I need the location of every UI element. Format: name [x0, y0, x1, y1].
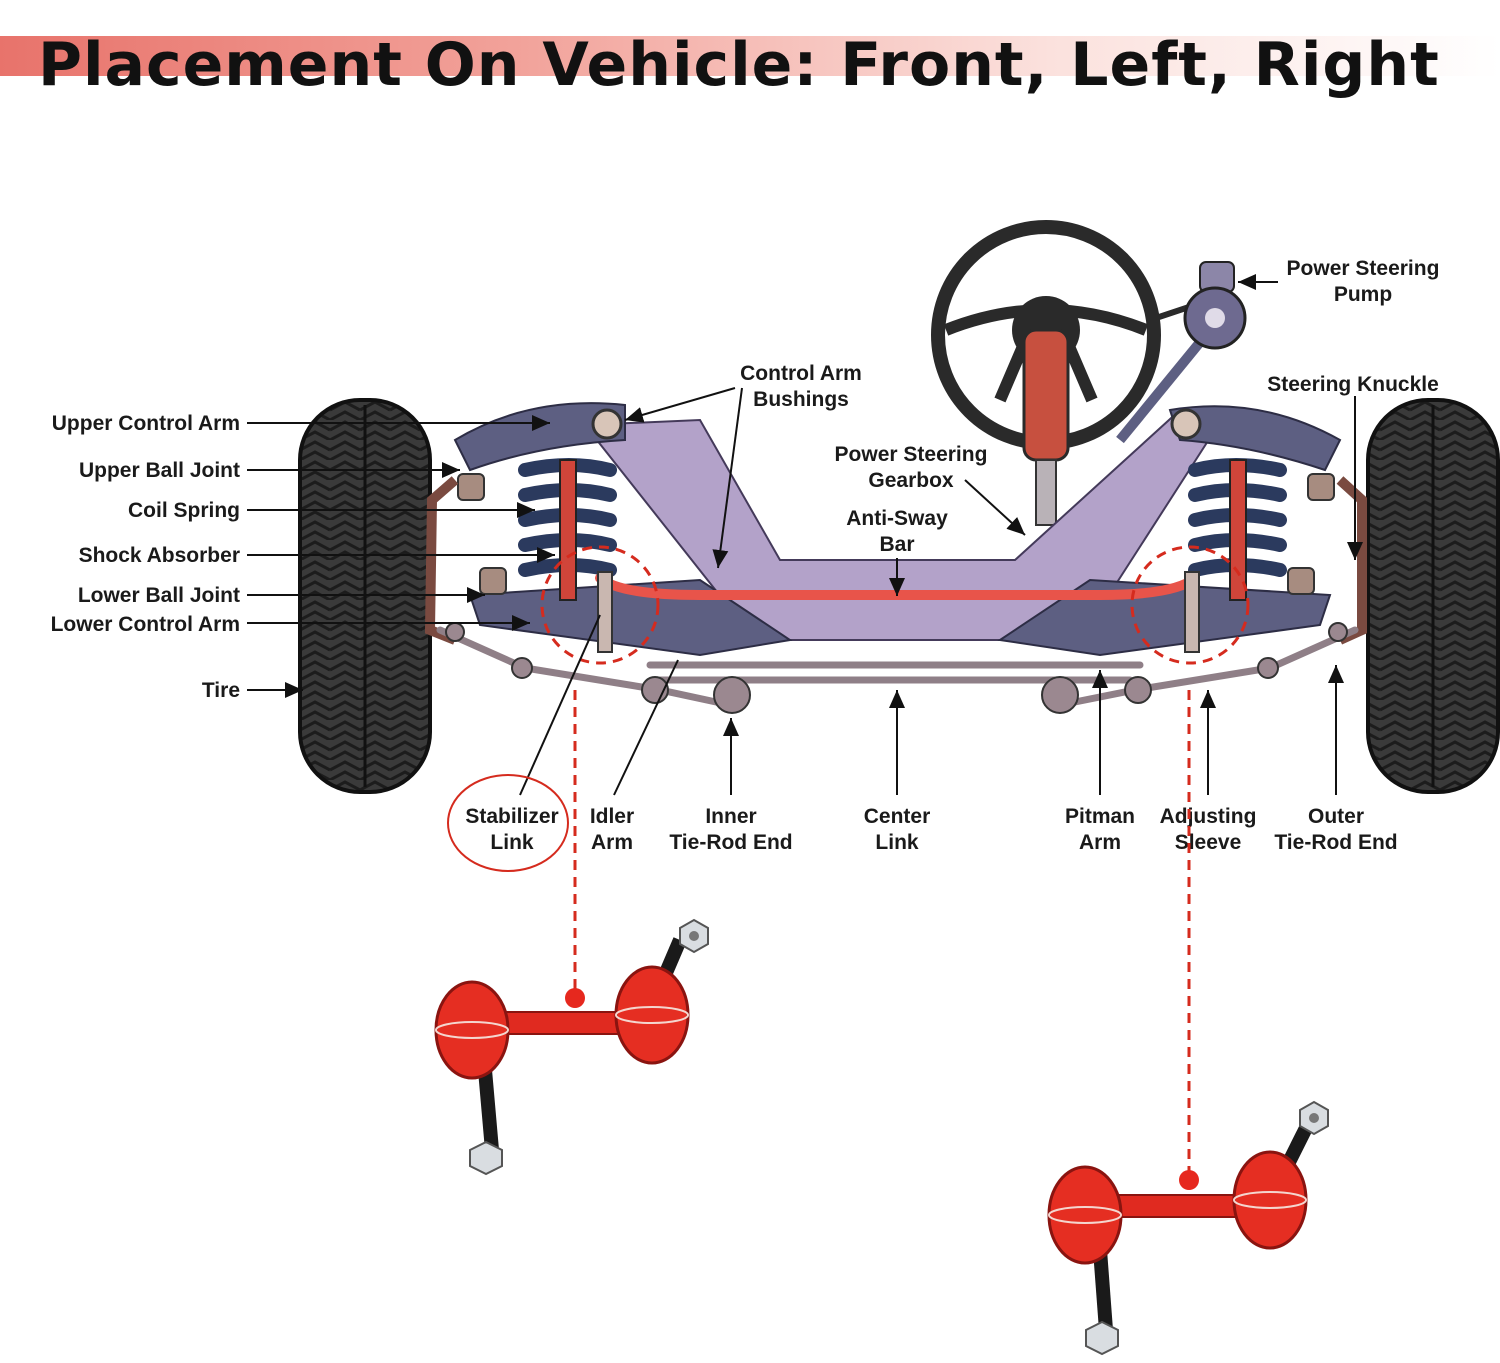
label-outer-tie-rod-end-1: Outer [1308, 805, 1364, 828]
label-inner-tie-rod-end-1: Inner [705, 805, 756, 828]
right-upper-ball-joint [1307, 473, 1335, 501]
label-steering-knuckle: Steering Knuckle [1267, 373, 1439, 396]
right-stabilizer-highlight [1130, 545, 1250, 665]
label-lower-ball-joint: Lower Ball Joint [78, 584, 240, 607]
title-banner: Placement On Vehicle: Front, Left, Right [0, 30, 1500, 100]
label-pitman-arm-2: Arm [1079, 831, 1121, 854]
label-lower-control-arm: Lower Control Arm [51, 613, 240, 636]
right-lower-ball-joint [1287, 567, 1315, 595]
label-power-steering-gearbox-1: Power Steering [835, 443, 988, 466]
tie-rod-joints [445, 622, 1348, 714]
right-tire [1366, 398, 1500, 794]
left-leader-lines [247, 415, 555, 698]
stabilizer-link-installed [597, 571, 1200, 653]
label-stabilizer-link-2: Link [490, 831, 533, 854]
stabilizer-link-product-left [434, 918, 709, 1176]
label-power-steering-pump-1: Power Steering [1287, 257, 1440, 280]
left-control-arm-bushing [591, 408, 623, 440]
right-steering-knuckle [1336, 476, 1367, 645]
left-upper-ball-joint [457, 473, 485, 501]
label-idler-arm-1: Idler [590, 805, 634, 828]
label-inner-tie-rod-end-2: Tie-Rod End [669, 831, 792, 854]
left-steering-knuckle [424, 476, 459, 645]
anti-sway-bar [595, 573, 1200, 600]
power-steering-pump [1116, 261, 1247, 444]
label-center-link-2: Link [875, 831, 918, 854]
left-shock-absorber [559, 459, 577, 601]
left-stabilizer-highlight [540, 545, 660, 665]
label-upper-ball-joint: Upper Ball Joint [79, 459, 240, 482]
label-control-arm-bushings-2: Bushings [753, 388, 849, 411]
label-pitman-arm-1: Pitman [1065, 805, 1135, 828]
left-connector-dot [565, 988, 585, 1008]
right-control-arm-bushing [1170, 408, 1202, 440]
left-lower-ball-joint [479, 567, 507, 595]
bottom-leader-lines [519, 614, 1344, 796]
label-anti-sway-bar-1: Anti-Sway [846, 507, 948, 530]
right-upper-control-arm [1168, 405, 1342, 472]
label-adjusting-sleeve-1: Adjusting [1160, 805, 1257, 828]
label-power-steering-gearbox-2: Gearbox [868, 469, 954, 492]
stabilizer-link-product-right [1047, 1100, 1329, 1356]
label-outer-tie-rod-end-2: Tie-Rod End [1274, 831, 1397, 854]
label-center-link-1: Center [864, 805, 931, 828]
label-coil-spring: Coil Spring [128, 499, 240, 522]
label-idler-arm-2: Arm [591, 831, 633, 854]
top-leader-lines [624, 274, 1363, 596]
page-title: Placement On Vehicle: Front, Left, Right [38, 30, 1440, 100]
label-power-steering-pump-2: Pump [1334, 283, 1392, 306]
label-shock-absorber: Shock Absorber [79, 544, 240, 567]
label-tire: Tire [202, 679, 240, 702]
label-upper-control-arm: Upper Control Arm [52, 412, 240, 435]
label-anti-sway-bar-2: Bar [879, 533, 914, 556]
label-stabilizer-link-1: Stabilizer [465, 805, 558, 828]
right-connector-dot [1179, 1170, 1199, 1190]
right-shock-absorber [1229, 459, 1247, 601]
stabilizer-link-label-circle [447, 774, 569, 872]
label-adjusting-sleeve-2: Sleeve [1175, 831, 1242, 854]
steering-column [1022, 328, 1070, 526]
label-control-arm-bushings-1: Control Arm [740, 362, 862, 385]
